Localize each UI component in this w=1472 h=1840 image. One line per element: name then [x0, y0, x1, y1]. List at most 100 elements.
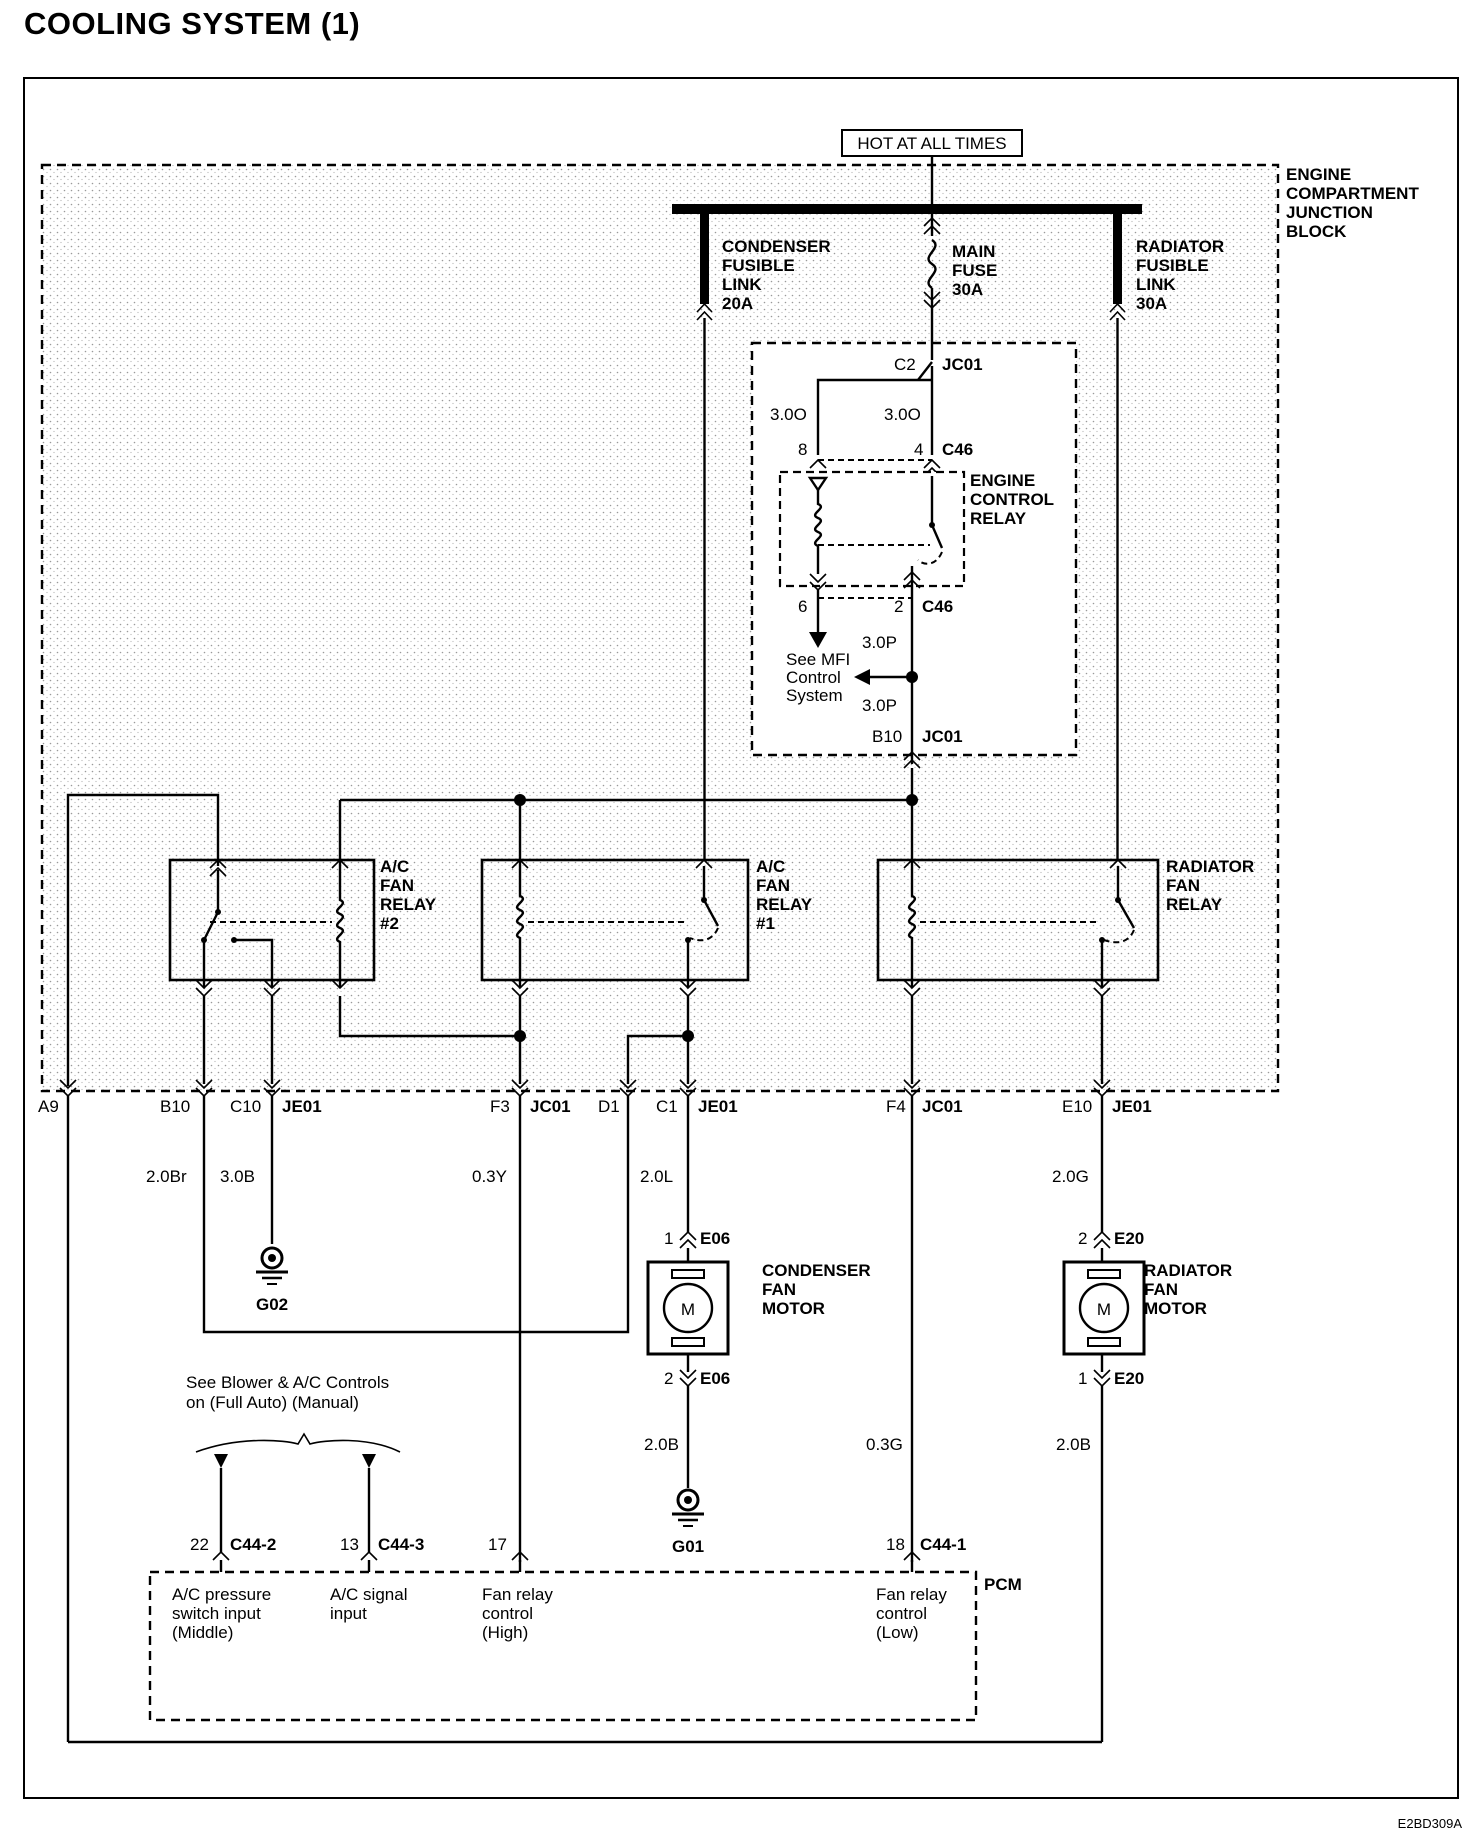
svg-text:JUNCTION: JUNCTION — [1286, 203, 1373, 222]
connector-c44-2: C44-2 — [230, 1535, 276, 1554]
pin-2: 2 — [894, 597, 903, 616]
svg-text:Fan relay: Fan relay — [482, 1585, 553, 1604]
connector-c2: C2 — [894, 355, 916, 374]
svg-text:control: control — [482, 1604, 533, 1623]
ground-g02-label: G02 — [256, 1295, 288, 1314]
svg-text:See MFI: See MFI — [786, 650, 850, 669]
connector-je01-a: JE01 — [282, 1097, 322, 1116]
svg-text:#2: #2 — [380, 914, 399, 933]
page-title: COOLING SYSTEM (1) — [24, 6, 361, 41]
wire-0-3y: 0.3Y — [472, 1167, 507, 1186]
svg-text:See Blower & A/C Controls: See Blower & A/C Controls — [186, 1373, 389, 1392]
pcm-box — [148, 1570, 978, 1722]
pin-4: 4 — [914, 440, 923, 459]
ac-fan-relay-1-label: A/C FAN RELAY #1 — [756, 857, 813, 933]
radiator-fan-motor-label: RADIATOR FAN MOTOR — [1144, 1261, 1232, 1318]
rad-conn-bottom: E20 — [1114, 1369, 1144, 1388]
busbar — [672, 204, 1142, 214]
radiator-fan-relay-box — [876, 858, 1160, 982]
pcm-fan-high-label: Fan relay control (High) — [482, 1585, 553, 1642]
cond-m-symbol: M — [681, 1300, 695, 1319]
pcm-pin-17: 17 — [488, 1535, 507, 1554]
blower-note: See Blower & A/C Controls on (Full Auto)… — [186, 1373, 389, 1412]
cond-conn-top: E06 — [700, 1229, 730, 1248]
footer-code: E2BD309A — [1397, 1816, 1462, 1831]
pcm-pin-13: 13 — [340, 1535, 359, 1554]
connector-je01-b: JE01 — [698, 1097, 738, 1116]
svg-text:FAN: FAN — [380, 876, 414, 895]
pin-8: 8 — [798, 440, 807, 459]
svg-text:MOTOR: MOTOR — [1144, 1299, 1207, 1318]
connector-b10-jc01: B10 — [872, 727, 902, 746]
connector-jc01-bottom: JC01 — [922, 727, 963, 746]
pcm-pin-18: 18 — [886, 1535, 905, 1554]
svg-text:RELAY: RELAY — [1166, 895, 1223, 914]
svg-text:(Middle): (Middle) — [172, 1623, 233, 1642]
svg-text:LINK: LINK — [1136, 275, 1176, 294]
wire-2-0b-rad: 2.0B — [1056, 1435, 1091, 1454]
wire-0-3g: 0.3G — [866, 1435, 903, 1454]
pin-6: 6 — [798, 597, 807, 616]
ground-g02-symbol — [256, 1246, 288, 1285]
wire-2-0b-cond: 2.0B — [644, 1435, 679, 1454]
svg-text:(High): (High) — [482, 1623, 528, 1642]
connector-f4: F4 — [886, 1097, 906, 1116]
connector-jc01-a: JC01 — [530, 1097, 571, 1116]
connector-d1: D1 — [598, 1097, 620, 1116]
wire-3-0p-b: 3.0P — [862, 696, 897, 715]
svg-text:A/C: A/C — [380, 857, 409, 876]
svg-text:input: input — [330, 1604, 367, 1623]
wire-2-0l: 2.0L — [640, 1167, 673, 1186]
wire-3-0o-left: 3.0O — [770, 405, 807, 424]
svg-text:30A: 30A — [952, 280, 983, 299]
radiator-fan-motor: M — [1062, 1260, 1146, 1356]
svg-text:MOTOR: MOTOR — [762, 1299, 825, 1318]
ac-fan-relay-2-label: A/C FAN RELAY #2 — [380, 857, 437, 933]
condenser-fan-motor: M — [646, 1260, 730, 1356]
connector-jc01-b: JC01 — [922, 1097, 963, 1116]
wire-2-0br: 2.0Br — [146, 1167, 187, 1186]
connector-b10: B10 — [160, 1097, 190, 1116]
condenser-fan-motor-label: CONDENSER FAN MOTOR — [762, 1261, 871, 1318]
svg-text:(Low): (Low) — [876, 1623, 919, 1642]
svg-text:20A: 20A — [722, 294, 753, 313]
svg-text:CONTROL: CONTROL — [970, 490, 1054, 509]
radiator-fusible-link — [1113, 214, 1122, 304]
cond-pin-top: 1 — [664, 1229, 673, 1248]
svg-text:LINK: LINK — [722, 275, 762, 294]
main-fuse-label: MAIN FUSE 30A — [952, 242, 997, 299]
ac-fan-relay-1-box — [480, 858, 750, 982]
svg-text:A/C pressure: A/C pressure — [172, 1585, 271, 1604]
svg-text:ENGINE: ENGINE — [1286, 165, 1351, 184]
connector-c46-bottom: C46 — [922, 597, 953, 616]
svg-text:COMPARTMENT: COMPARTMENT — [1286, 184, 1419, 203]
engine-control-relay-box — [778, 470, 966, 588]
svg-text:FUSIBLE: FUSIBLE — [722, 256, 795, 275]
svg-text:Fan relay: Fan relay — [876, 1585, 947, 1604]
connector-c46-top: C46 — [942, 440, 973, 459]
condenser-fusible-link — [700, 214, 709, 304]
svg-text:RADIATOR: RADIATOR — [1144, 1261, 1232, 1280]
svg-text:FAN: FAN — [762, 1280, 796, 1299]
svg-text:30A: 30A — [1136, 294, 1167, 313]
radiator-fusible-link-label: RADIATOR FUSIBLE LINK 30A — [1136, 237, 1224, 313]
rad-conn-top: E20 — [1114, 1229, 1144, 1248]
condenser-fusible-link-label: CONDENSER FUSIBLE LINK 20A — [722, 237, 831, 313]
wire-3-0b: 3.0B — [220, 1167, 255, 1186]
junction-block-label: ENGINE COMPARTMENT JUNCTION BLOCK — [1286, 165, 1419, 241]
diagram-frame — [23, 77, 1459, 1799]
svg-text:RELAY: RELAY — [380, 895, 437, 914]
svg-text:RADIATOR: RADIATOR — [1166, 857, 1254, 876]
junction-block-area — [40, 163, 1280, 1093]
svg-text:Control: Control — [786, 668, 841, 687]
connector-c10: C10 — [230, 1097, 261, 1116]
svg-text:control: control — [876, 1604, 927, 1623]
connector-e10: E10 — [1062, 1097, 1092, 1116]
ground-g01-symbol — [672, 1488, 704, 1527]
svg-text:#1: #1 — [756, 914, 775, 933]
svg-text:on (Full Auto) (Manual): on (Full Auto) (Manual) — [186, 1393, 359, 1412]
svg-text:FAN: FAN — [1144, 1280, 1178, 1299]
connector-je01-c: JE01 — [1112, 1097, 1152, 1116]
pcm-ac-signal-label: A/C signal input — [330, 1585, 407, 1623]
